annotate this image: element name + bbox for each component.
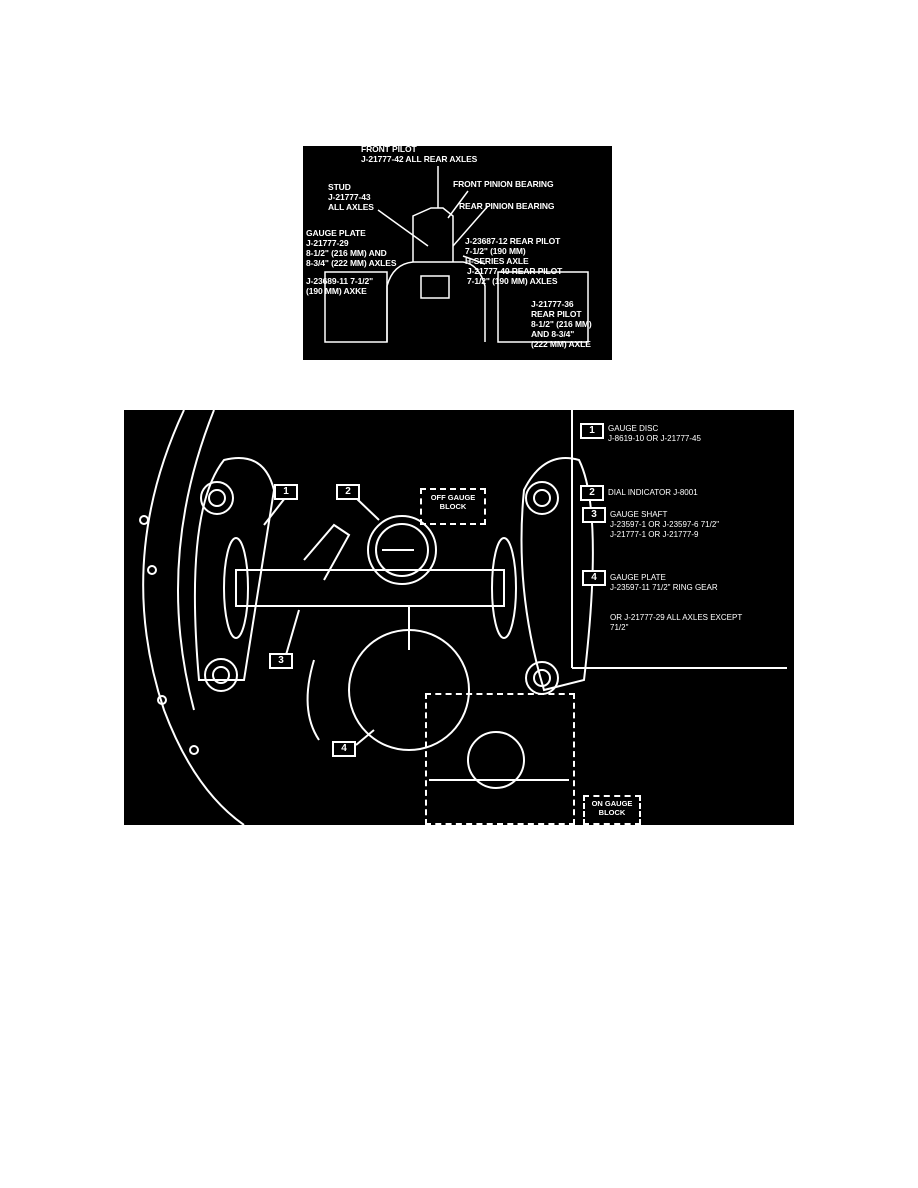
label-rear-pilot-j21777-40: J-21777-40 REAR PILOT 7-1/2" (190 MM) AX… (467, 266, 563, 286)
callout-4: 4 (332, 741, 356, 757)
differential-drawing (139, 410, 787, 825)
legend-num-1: 1 (580, 423, 604, 439)
callout-2: 2 (336, 484, 360, 500)
legend-text-4: GAUGE PLATE J-23597-11 71/2" RING GEAR (610, 573, 718, 592)
legend-text-3: GAUGE SHAFT J-23597-1 OR J-23597-6 71/2"… (610, 510, 720, 539)
label-rear-pilot-j21777-36: J-21777-36 REAR PILOT 8-1/2" (216 MM) AN… (531, 299, 592, 349)
legend-num-2: 2 (580, 485, 604, 501)
legend-text-2: DIAL INDICATOR J-8001 (608, 488, 698, 497)
on-gauge-block-label: ON GAUGE BLOCK (583, 795, 641, 825)
legend-num-4: 4 (582, 570, 606, 586)
gauge-installation-illustration: 1 2 3 4 OFF GAUGE BLOCK ON GAUGE BLOCK 1… (124, 410, 794, 825)
on-gauge-inset (425, 693, 575, 825)
label-front-pilot: FRONT PILOT J-21777-42 ALL REAR AXLES (361, 146, 478, 164)
label-rear-pinion-bearing: REAR PINION BEARING (459, 201, 555, 211)
label-gauge-plate: GAUGE PLATE J-21777-29 8-1/2" (216 MM) A… (306, 228, 397, 268)
label-j23689: J-23689-11 7-1/2" (190 MM) AXKE (306, 276, 374, 296)
legend-note: OR J-21777-29 ALL AXLES EXCEPT 71/2" (610, 613, 743, 632)
pinion-gauge-tool-illustration: FRONT PILOT J-21777-42 ALL REAR AXLES FR… (303, 146, 612, 360)
off-gauge-block-label: OFF GAUGE BLOCK (420, 488, 486, 525)
legend-text-1: GAUGE DISC J-8619-10 OR J-21777-45 (608, 424, 701, 443)
callout-1: 1 (274, 484, 298, 500)
label-front-pinion-bearing: FRONT PINION BEARING (453, 179, 554, 189)
label-stud: STUD J-21777-43 ALL AXLES (328, 182, 374, 212)
legend-num-3: 3 (582, 507, 606, 523)
tool-drawing (324, 166, 589, 343)
label-rear-pilot-j23687: J-23687-12 REAR PILOT 7-1/2" (190 MM) H-… (465, 236, 561, 266)
callout-3: 3 (269, 653, 293, 669)
